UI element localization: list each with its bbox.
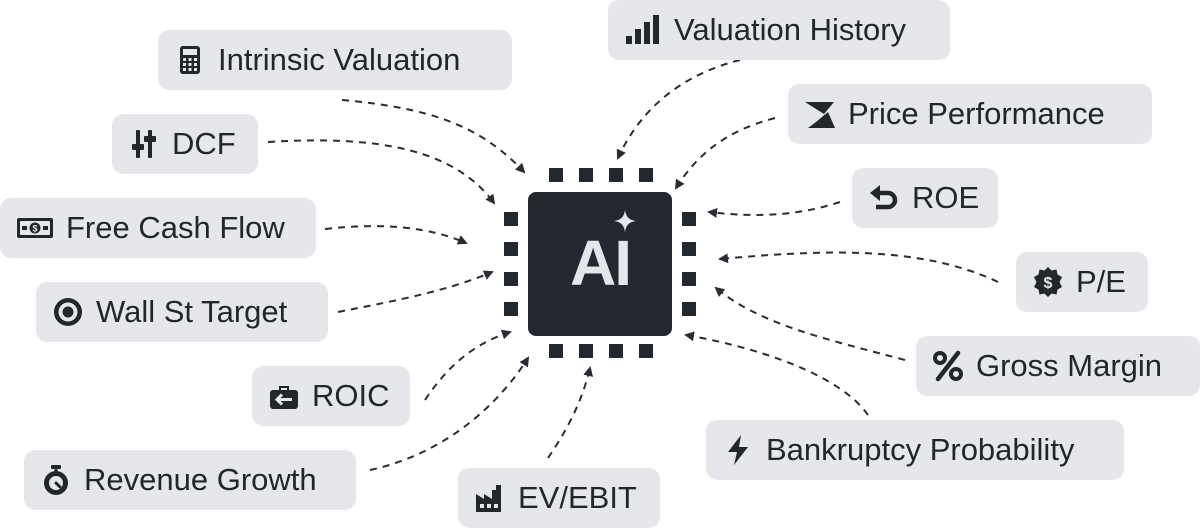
connector-valuation-history — [616, 59, 741, 160]
connector-revenue-growth — [369, 356, 530, 471]
node-pe[interactable]: $ P/E — [1016, 252, 1148, 312]
node-label: Free Cash Flow — [66, 210, 285, 245]
node-roe[interactable]: ROE — [852, 168, 998, 228]
node-label: EV/EBIT — [518, 480, 637, 515]
briefcase-arrow-icon — [268, 380, 300, 412]
triangle-down-icon — [804, 98, 836, 130]
node-label: Valuation History — [674, 12, 907, 47]
sliders-icon — [128, 128, 160, 160]
node-revenue-growth[interactable]: Revenue Growth — [24, 450, 356, 510]
stopwatch-icon — [40, 464, 72, 496]
node-label: Intrinsic Valuation — [218, 42, 461, 77]
connector-roic — [424, 329, 512, 401]
ai-label: AI — [570, 227, 632, 299]
dollar-badge-icon: $ — [1032, 266, 1064, 298]
node-free-cash-flow[interactable]: $ Free Cash Flow — [0, 198, 316, 258]
sparkle-icon — [614, 210, 636, 232]
node-bankruptcy-probability[interactable]: Bankruptcy Probability — [706, 420, 1124, 480]
node-ev-ebit[interactable]: EV/EBIT — [458, 468, 660, 528]
lightning-bolt-icon — [722, 434, 754, 466]
connector-intrinsic-valuation — [341, 99, 526, 174]
ai-chip-core: AI — [528, 192, 672, 336]
ai-chip-icon: AI — [502, 168, 698, 362]
percent-icon — [932, 350, 964, 382]
connector-ev-ebit — [547, 366, 594, 459]
connector-gross-margin — [714, 286, 906, 361]
signal-bars-icon — [624, 14, 662, 46]
node-label: Bankruptcy Probability — [766, 432, 1075, 467]
node-label: DCF — [172, 126, 236, 161]
node-label: ROE — [912, 180, 980, 215]
node-price-performance[interactable]: Price Performance — [788, 84, 1152, 144]
node-intrinsic-valuation[interactable]: Intrinsic Valuation — [158, 30, 512, 90]
calculator-icon — [174, 44, 206, 76]
money-bill-icon: $ — [16, 212, 54, 244]
node-label: P/E — [1076, 264, 1126, 299]
node-gross-margin[interactable]: Gross Margin — [916, 336, 1200, 396]
connector-wall-st-target — [337, 270, 494, 313]
connector-pe — [718, 251, 999, 283]
node-dcf[interactable]: DCF — [112, 114, 258, 174]
connector-price-performance — [674, 117, 776, 190]
undo-arrow-icon — [868, 182, 900, 214]
node-label: ROIC — [312, 378, 390, 413]
connector-free-cash-flow — [324, 225, 468, 245]
node-label: Wall St Target — [96, 294, 288, 329]
svg-text:$: $ — [32, 224, 37, 234]
node-roic[interactable]: ROIC — [252, 366, 410, 426]
connector-bankruptcy-probability — [684, 331, 869, 416]
svg-text:$: $ — [1044, 275, 1053, 292]
connector-dcf — [267, 139, 496, 205]
node-label: Revenue Growth — [84, 462, 317, 497]
node-label: Gross Margin — [976, 348, 1163, 383]
node-label: Price Performance — [848, 96, 1105, 131]
node-wall-st-target[interactable]: Wall St Target — [36, 282, 328, 342]
bullseye-icon — [52, 296, 84, 328]
connector-roe — [707, 201, 841, 218]
node-valuation-history[interactable]: Valuation History — [608, 0, 950, 60]
factory-icon — [474, 482, 506, 514]
